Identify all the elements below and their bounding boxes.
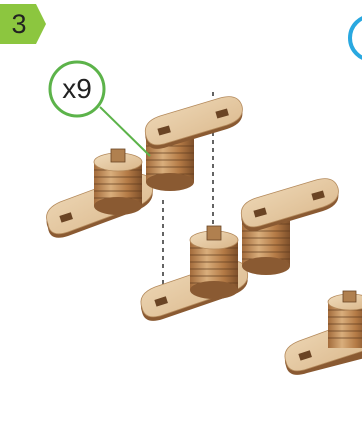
link-stack (94, 149, 142, 215)
link-stack (190, 226, 238, 299)
info-circle-icon (350, 16, 362, 60)
link-stack (328, 291, 362, 348)
step-badge: 3 (0, 4, 48, 44)
step-number: 3 (0, 4, 38, 44)
wooden-link-middle (141, 179, 339, 321)
quantity-label: x9 (45, 64, 109, 114)
wooden-link-lower (285, 291, 362, 375)
